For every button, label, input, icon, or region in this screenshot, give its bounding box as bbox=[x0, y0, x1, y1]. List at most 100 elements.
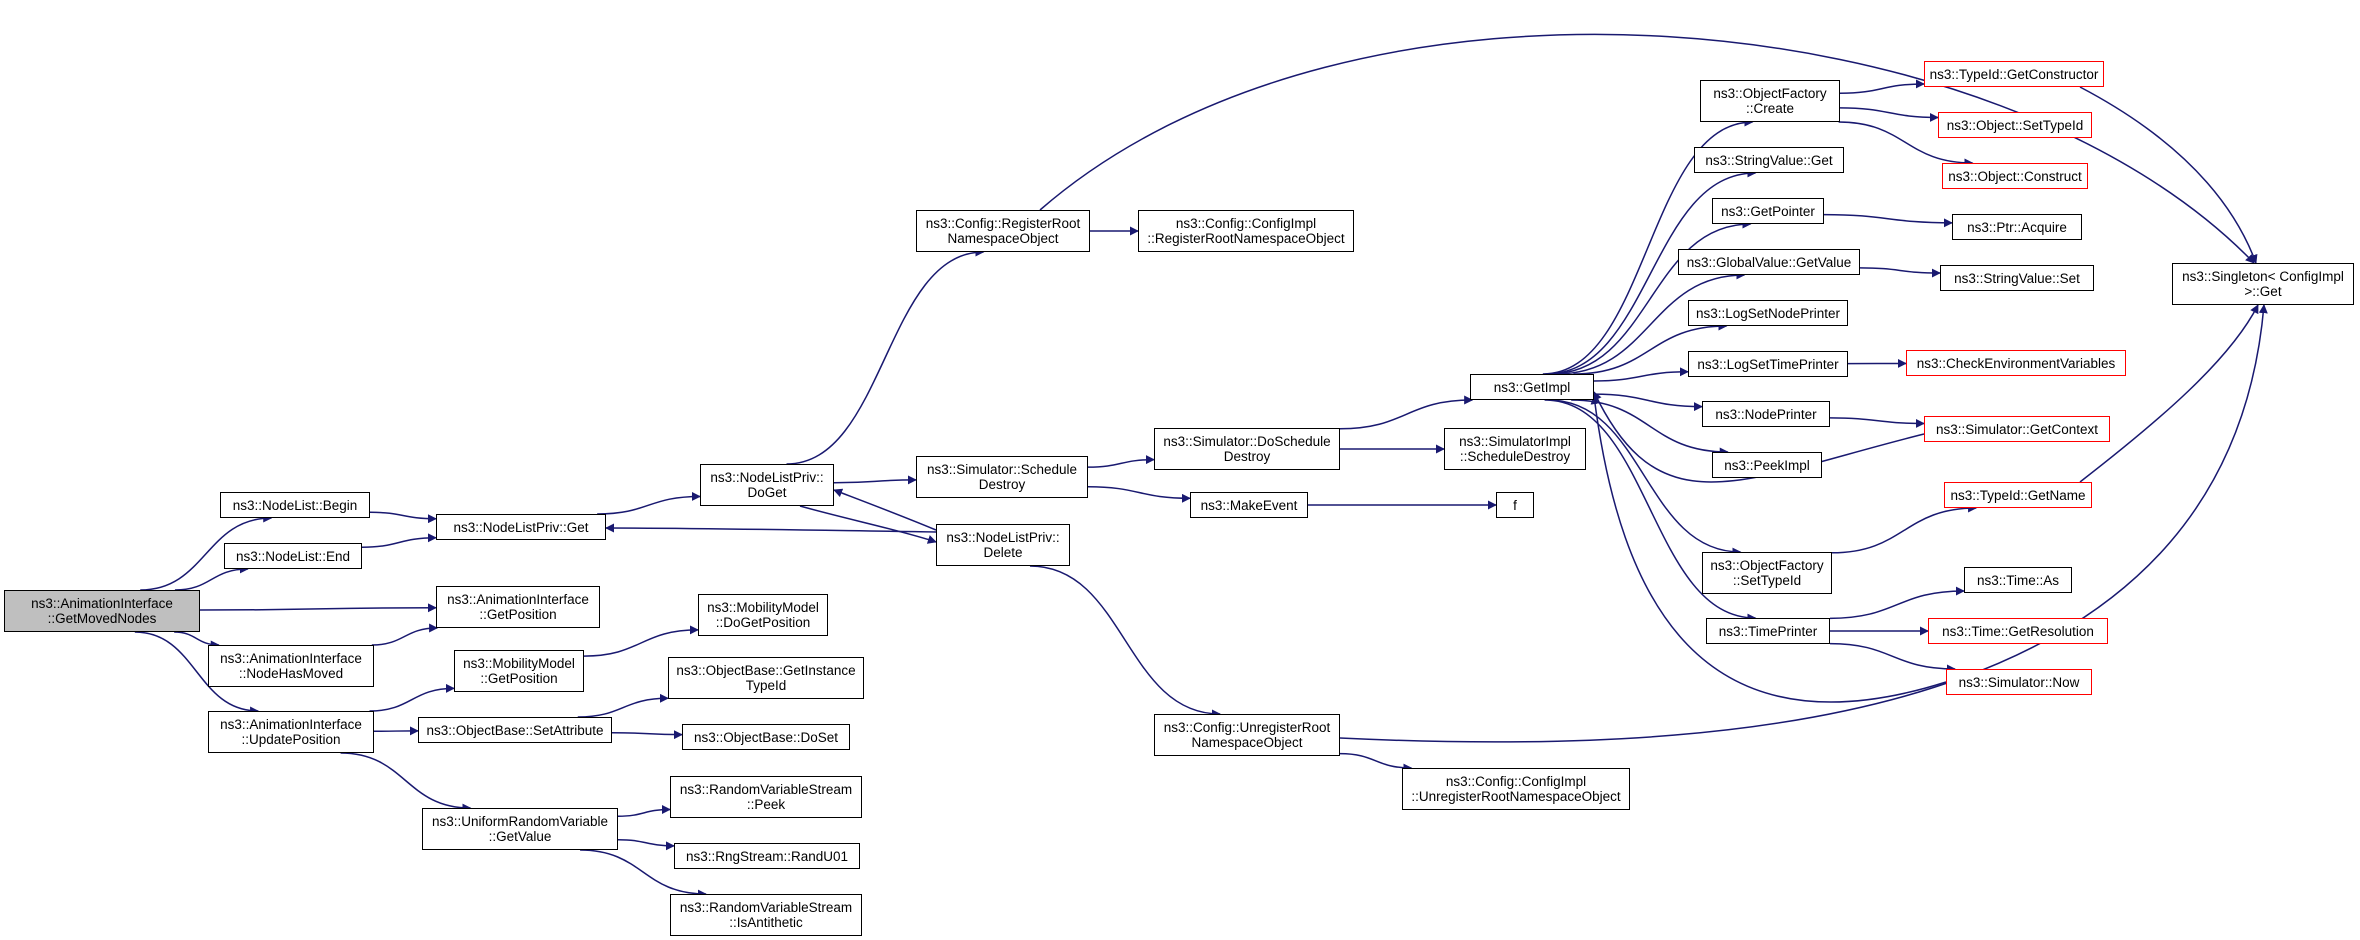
node-nodelistpriv-doget[interactable]: ns3::NodeListPriv::DoGet bbox=[700, 464, 834, 506]
call-edge-objectfactory-create-to-typeid-getconstructor bbox=[1839, 79, 1925, 95]
node-globalvalue-getvalue[interactable]: ns3::GlobalValue::GetValue bbox=[1678, 249, 1860, 275]
node-objectbase-doset[interactable]: ns3::ObjectBase::DoSet bbox=[682, 724, 850, 750]
call-edge-objectfactory-settypeid-to-typeid-getname bbox=[1831, 503, 1978, 554]
node-configimpl-registerrootnamespaceobject[interactable]: ns3::Config::ConfigImpl::RegisterRootNam… bbox=[1138, 210, 1354, 252]
call-edge-nodelist-end-to-nodelistpriv-get bbox=[361, 533, 437, 548]
node-typeid-getname[interactable]: ns3::TypeId::GetName bbox=[1944, 482, 2092, 508]
node-stringvalue-get[interactable]: ns3::StringValue::Get bbox=[1694, 147, 1844, 173]
node-logsettimeprinter[interactable]: ns3::LogSetTimePrinter bbox=[1688, 351, 1848, 377]
node-configimpl-unregisterrootnamespaceobject[interactable]: ns3::Config::ConfigImpl::UnregisterRootN… bbox=[1402, 768, 1630, 810]
call-edge-getimpl-to-stringvalue-get bbox=[1545, 168, 1757, 375]
call-edge-ob-setattribute-to-ob-getinstancetypeid bbox=[577, 693, 669, 718]
node-nodeprinter[interactable]: ns3::NodePrinter bbox=[1702, 401, 1830, 427]
node-time-getresolution[interactable]: ns3::Time::GetResolution bbox=[1928, 618, 2108, 644]
call-edge-objectfactory-create-to-object-settypeid bbox=[1839, 107, 1939, 122]
node-f[interactable]: f bbox=[1496, 492, 1534, 518]
node-animationinterface-nodehasmoved[interactable]: ns3::AnimationInterface::NodeHasMoved bbox=[208, 645, 374, 687]
call-edge-simulator-getcontext-to-getimpl bbox=[1593, 391, 1925, 483]
node-timeprinter[interactable]: ns3::TimePrinter bbox=[1706, 618, 1830, 644]
node-getpointer[interactable]: ns3::GetPointer bbox=[1712, 198, 1824, 224]
call-edge-ai-nodehasmoved-to-ai-getposition bbox=[371, 623, 439, 646]
node-mobilitymodel-getposition[interactable]: ns3::MobilityModel::GetPosition bbox=[454, 650, 584, 692]
call-edge-getmovednodes-to-nodelist-end bbox=[174, 564, 249, 591]
node-simulator-getcontext[interactable]: ns3::Simulator::GetContext bbox=[1924, 416, 2110, 442]
node-nodelist-end[interactable]: ns3::NodeList::End bbox=[224, 543, 362, 569]
call-edge-typeid-getname-to-singleton-get bbox=[2079, 304, 2259, 483]
node-simulatorimpl-scheduledestroy[interactable]: ns3::SimulatorImpl::ScheduleDestroy bbox=[1444, 428, 1586, 470]
call-edge-getimpl-to-nodeprinter bbox=[1593, 393, 1703, 412]
node-checkenvironmentvariables[interactable]: ns3::CheckEnvironmentVariables bbox=[1906, 350, 2126, 376]
node-animationinterface-getposition[interactable]: ns3::AnimationInterface::GetPosition bbox=[436, 586, 600, 628]
call-edge-mm-getposition-to-mm-dogetposition bbox=[583, 625, 699, 657]
call-edge-getmovednodes-to-nodelist-begin bbox=[140, 513, 273, 591]
node-objectfactory-settypeid[interactable]: ns3::ObjectFactory::SetTypeId bbox=[1702, 552, 1832, 594]
node-peekimpl[interactable]: ns3::PeekImpl bbox=[1712, 452, 1822, 478]
call-edge-urv-getvalue-to-rngstream-randu01 bbox=[617, 838, 675, 851]
node-stringvalue-set[interactable]: ns3::StringValue::Set bbox=[1940, 265, 2094, 291]
node-ptr-acquire[interactable]: ns3::Ptr::Acquire bbox=[1952, 214, 2082, 240]
node-animationinterface-updateposition[interactable]: ns3::AnimationInterface::UpdatePosition bbox=[208, 711, 374, 753]
node-nodelistpriv-delete[interactable]: ns3::NodeListPriv::Delete bbox=[936, 524, 1070, 566]
node-randomvariablestream-peek[interactable]: ns3::RandomVariableStream::Peek bbox=[670, 776, 862, 818]
call-edge-getimpl-to-timeprinter bbox=[1544, 399, 1757, 623]
node-objectfactory-create[interactable]: ns3::ObjectFactory::Create bbox=[1700, 80, 1840, 122]
node-uniformrandomvariable-getvalue[interactable]: ns3::UniformRandomVariable::GetValue bbox=[422, 808, 618, 850]
call-edge-getpointer-to-ptr-acquire bbox=[1823, 213, 1953, 228]
call-edge-nodelistpriv-delete-to-nodelistpriv-doget bbox=[833, 488, 937, 531]
node-object-settypeid[interactable]: ns3::Object::SetTypeId bbox=[1938, 112, 2092, 138]
call-edge-getimpl-to-getpointer bbox=[1549, 219, 1752, 375]
call-edge-nodelistpriv-get-to-nodelistpriv-doget bbox=[597, 491, 701, 515]
call-edge-timeprinter-to-time-as bbox=[1829, 586, 1965, 620]
node-getimpl[interactable]: ns3::GetImpl bbox=[1470, 374, 1594, 400]
node-objectbase-setattribute[interactable]: ns3::ObjectBase::SetAttribute bbox=[418, 717, 612, 743]
call-edge-getimpl-to-objectfactory-create bbox=[1542, 117, 1754, 375]
call-edge-nodelistpriv-doget-to-config-registerroot bbox=[786, 247, 985, 465]
call-edge-getimpl-to-logsettimeprinter bbox=[1593, 367, 1689, 382]
call-edge-globalvalue-getvalue-to-stringvalue-set bbox=[1859, 267, 1941, 278]
call-edge-nodeprinter-to-simulator-getcontext bbox=[1829, 417, 1925, 428]
call-edge-config-registerroot-to-singleton-get bbox=[1039, 33, 2255, 264]
call-edge-config-unregisterroot-to-configimpl-unregisterroot bbox=[1339, 752, 1413, 773]
node-nodelist-begin[interactable]: ns3::NodeList::Begin bbox=[220, 492, 370, 518]
call-edge-getmovednodes-to-ai-nodehasmoved bbox=[174, 631, 220, 650]
node-object-construct[interactable]: ns3::Object::Construct bbox=[1942, 163, 2088, 189]
node-makeevent[interactable]: ns3::MakeEvent bbox=[1190, 492, 1308, 518]
call-edge-ai-updateposition-to-urv-getvalue bbox=[340, 752, 472, 813]
call-edge-getmovednodes-to-ai-updateposition bbox=[134, 631, 260, 716]
call-edge-timeprinter-to-simulator-now bbox=[1829, 642, 1956, 674]
call-edge-simulator-scheduledestroy-to-makeevent bbox=[1087, 485, 1191, 503]
node-rngstream-randu01[interactable]: ns3::RngStream::RandU01 bbox=[674, 843, 860, 869]
node-mobilitymodel-dogetposition[interactable]: ns3::MobilityModel::DoGetPosition bbox=[698, 594, 828, 636]
node-logsetnodeprinter[interactable]: ns3::LogSetNodePrinter bbox=[1688, 300, 1848, 326]
call-edge-nodelistpriv-doget-to-nodelistpriv-delete bbox=[799, 505, 937, 544]
call-edge-simulator-scheduledestroy-to-simulator-doscheduledestroy bbox=[1087, 455, 1155, 468]
call-edge-simulator-now-to-getimpl bbox=[1590, 395, 1947, 703]
node-simulator-now[interactable]: ns3::Simulator::Now bbox=[1946, 669, 2092, 695]
call-edge-typeid-getconstructor-to-singleton-get bbox=[2079, 86, 2258, 264]
node-singleton-configimpl-get[interactable]: ns3::Singleton< ConfigImpl >::Get bbox=[2172, 263, 2354, 305]
call-edge-nodelistpriv-delete-to-nodelistpriv-get bbox=[605, 523, 937, 533]
call-edge-urv-getvalue-to-rvs-peek bbox=[617, 804, 671, 818]
node-nodelistpriv-get[interactable]: ns3::NodeListPriv::Get bbox=[436, 514, 606, 540]
node-animationinterface-getmovednodes: ns3::AnimationInterface::GetMovedNodes bbox=[4, 590, 200, 632]
call-edge-urv-getvalue-to-rvs-isantithetic bbox=[580, 849, 707, 899]
call-edge-objectfactory-create-to-object-construct bbox=[1838, 121, 1974, 168]
node-typeid-getconstructor[interactable]: ns3::TypeId::GetConstructor bbox=[1924, 61, 2104, 87]
call-edge-getmovednodes-to-ai-getposition bbox=[199, 603, 437, 613]
call-edge-simulator-doscheduledestroy-to-getimpl bbox=[1339, 395, 1474, 430]
call-edge-ai-updateposition-to-mm-getposition bbox=[369, 683, 455, 712]
call-edge-nodelist-begin-to-nodelistpriv-get bbox=[369, 511, 437, 524]
node-time-as[interactable]: ns3::Time::As bbox=[1964, 567, 2072, 593]
call-edge-getimpl-to-globalvalue-getvalue bbox=[1556, 270, 1746, 375]
node-randomvariablestream-isantithetic[interactable]: ns3::RandomVariableStream::IsAntithetic bbox=[670, 894, 862, 936]
call-edge-nodelistpriv-doget-to-simulator-scheduledestroy bbox=[833, 475, 917, 485]
call-edge-getimpl-to-logsetnodeprinter bbox=[1573, 321, 1728, 375]
call-edge-ob-setattribute-to-ob-doset bbox=[611, 730, 683, 740]
